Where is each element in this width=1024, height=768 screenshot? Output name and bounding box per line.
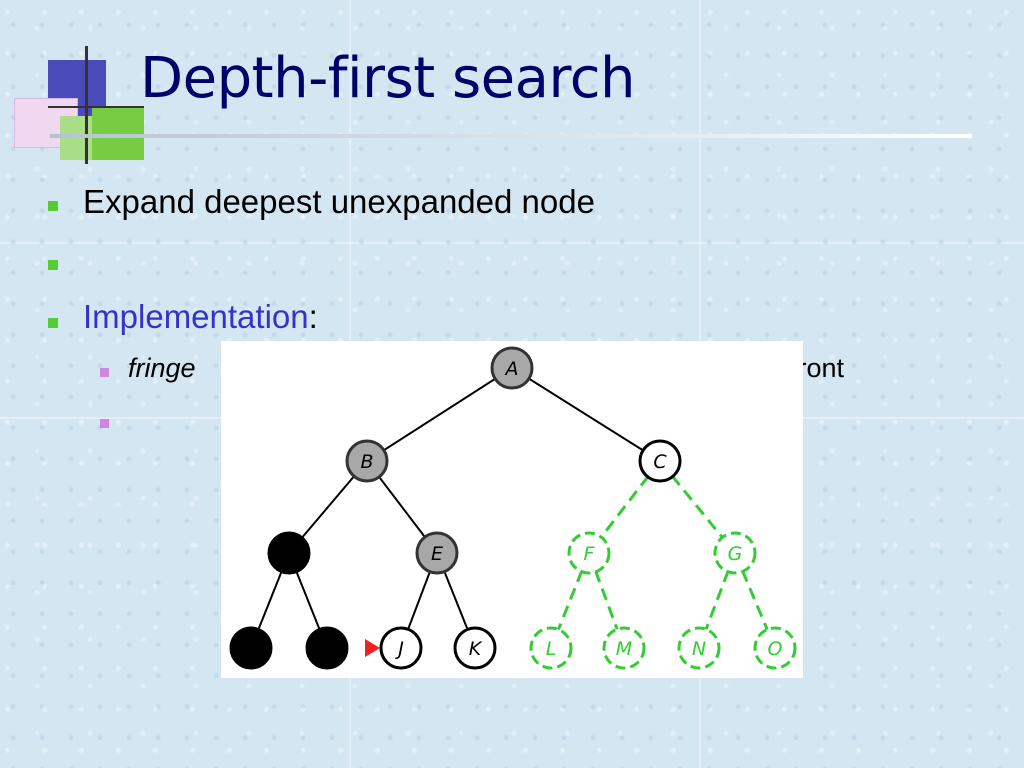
slide-title: Depth-first search bbox=[140, 46, 636, 111]
tree-edge-A-C bbox=[511, 367, 661, 462]
sub-bullet-1-prefix: fringe bbox=[128, 353, 196, 383]
bullet-square-icon bbox=[48, 260, 58, 270]
tree-node-K bbox=[453, 626, 497, 670]
deco-horizontal-line bbox=[48, 106, 144, 108]
tree-node-H bbox=[229, 626, 273, 670]
tree-node-D bbox=[267, 531, 311, 575]
bullet-1: Expand deepest unexpanded node bbox=[83, 183, 595, 221]
tree-node-O bbox=[753, 626, 797, 670]
tree-node-label-N: N bbox=[692, 638, 706, 660]
tree-node-label-C: C bbox=[653, 451, 667, 473]
tree-node-label-F: F bbox=[584, 543, 596, 565]
tree-node-B bbox=[345, 439, 389, 483]
tree-node-label-O: O bbox=[768, 638, 783, 660]
tree-node-E bbox=[415, 531, 459, 575]
title-rule bbox=[50, 134, 972, 138]
tree-node-label-E: E bbox=[431, 543, 443, 565]
tree-node-label-L: L bbox=[546, 638, 557, 660]
deco-green-square bbox=[92, 106, 144, 160]
deco-vertical-line bbox=[85, 46, 88, 164]
tree-node-label-B: B bbox=[360, 451, 373, 473]
sub-bullet-1: fringe bbox=[128, 353, 196, 384]
tree-node-F bbox=[567, 531, 611, 575]
tree-node-M bbox=[602, 626, 646, 670]
bullet-square-icon bbox=[48, 201, 58, 211]
tree-node-label-K: K bbox=[469, 638, 483, 660]
bullet-square-icon bbox=[48, 318, 58, 328]
tree-node-label-A: A bbox=[504, 358, 519, 380]
tree-node-J bbox=[379, 626, 423, 670]
tree-node-N bbox=[677, 626, 721, 670]
tree-node-G bbox=[713, 531, 757, 575]
tree-node-label-M: M bbox=[616, 638, 632, 660]
tree-node-I bbox=[305, 626, 349, 670]
tree-node-A bbox=[490, 346, 534, 390]
current-node-marker-icon bbox=[365, 639, 380, 657]
sub-bullet-square-icon bbox=[100, 368, 109, 377]
tree-node-L bbox=[529, 626, 573, 670]
bullet-3-highlight: Implementation bbox=[83, 298, 309, 335]
dfs-tree-svg: A B C E F G J K L M N O bbox=[229, 346, 797, 670]
bullet-1-text: Expand deepest unexpanded node bbox=[83, 183, 595, 220]
tree-node-label-J: J bbox=[394, 638, 404, 660]
sub-bullet-square-icon bbox=[100, 419, 109, 428]
tree-node-C bbox=[638, 439, 682, 483]
dfs-tree-figure: A B C E F G J K L M N O bbox=[221, 341, 803, 678]
tree-edge-A-B bbox=[366, 367, 513, 462]
tree-node-label-G: G bbox=[728, 543, 743, 565]
bullet-3: Implementation: bbox=[83, 298, 318, 336]
bullet-3-suffix: : bbox=[308, 298, 318, 335]
sub-bullet-1-tail-wrap: front bbox=[790, 353, 844, 384]
